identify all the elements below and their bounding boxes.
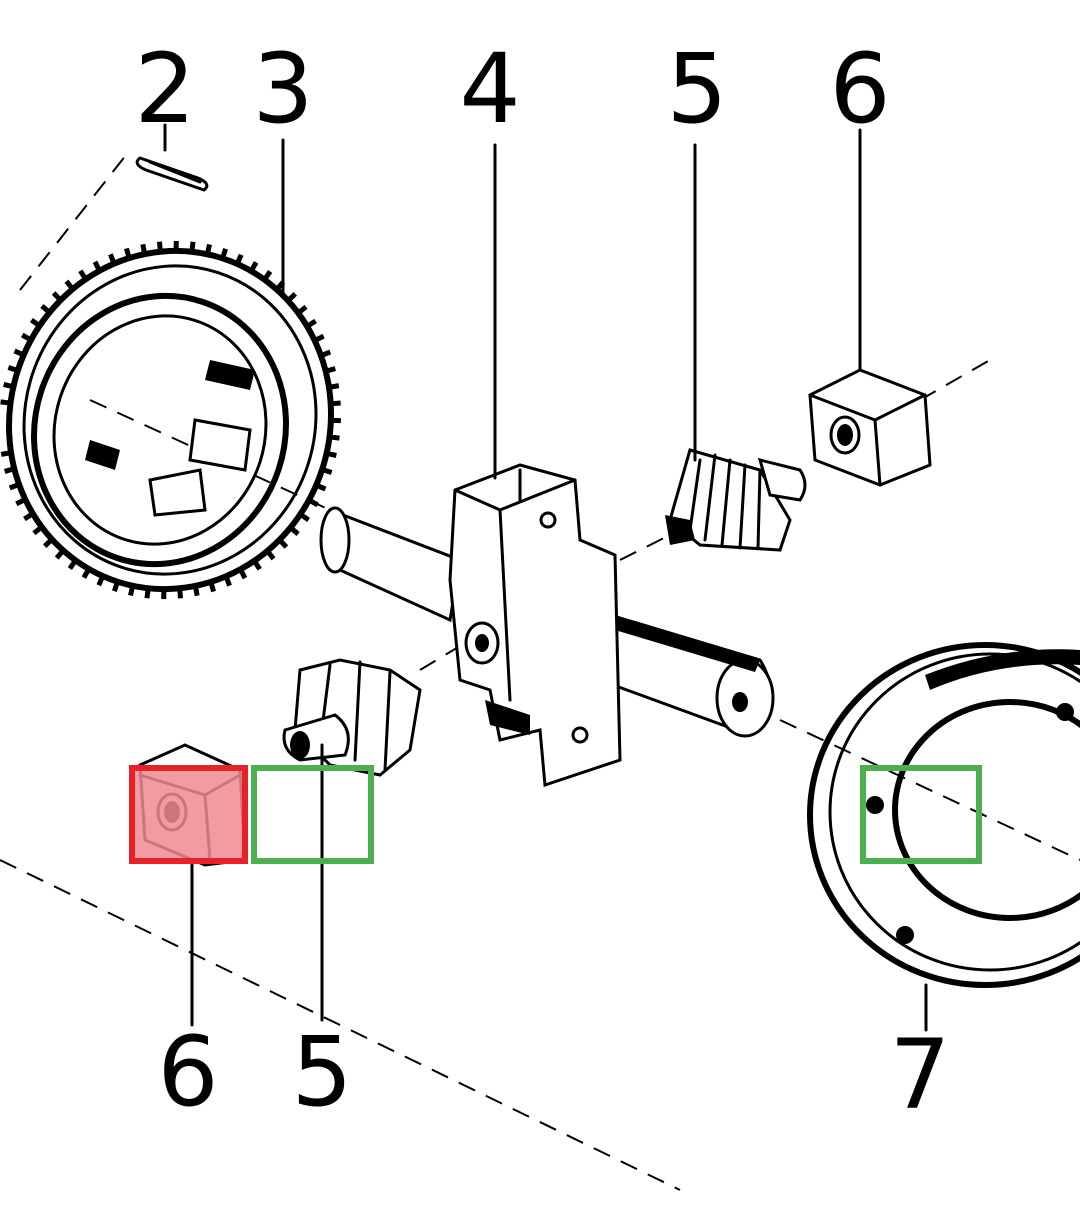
label-2-top: 2 bbox=[134, 33, 195, 145]
part-number-labels: 2 3 4 5 6 6 5 7 bbox=[134, 33, 950, 1131]
gear-tooth bbox=[204, 243, 212, 255]
gear-tooth bbox=[7, 365, 19, 373]
gear-tooth bbox=[29, 317, 42, 328]
label-5-top: 5 bbox=[666, 33, 727, 145]
gear-tooth bbox=[32, 524, 44, 536]
gear-tooth bbox=[67, 558, 78, 570]
pin-part-2 bbox=[135, 156, 209, 192]
gear-tooth bbox=[321, 467, 333, 475]
gear-tooth bbox=[192, 585, 200, 597]
gear-tooth bbox=[330, 400, 341, 407]
gear-tooth bbox=[23, 511, 35, 522]
gear-tooth bbox=[328, 383, 340, 390]
gear-tooth bbox=[3, 466, 15, 474]
gear-tooth bbox=[96, 575, 106, 587]
gear-tooth bbox=[234, 253, 244, 265]
gear-tooth bbox=[325, 366, 337, 374]
label-6-bottom: 6 bbox=[157, 1016, 218, 1128]
gear-tooth bbox=[8, 482, 20, 491]
gear-tooth bbox=[249, 261, 259, 273]
flange-ring-part-7 bbox=[807, 642, 1080, 988]
gear-tooth bbox=[0, 399, 11, 406]
gear-tooth bbox=[157, 241, 163, 252]
gear-tooth bbox=[238, 568, 248, 580]
highlight-box-green-left bbox=[251, 765, 374, 864]
gear-tooth bbox=[81, 567, 91, 579]
gear-tooth bbox=[15, 497, 27, 507]
highlight-box-green-right bbox=[860, 765, 982, 864]
gear-tooth bbox=[21, 332, 33, 343]
highlight-box-red bbox=[129, 765, 248, 864]
label-7-bottom: 7 bbox=[889, 1019, 950, 1131]
gear-tooth bbox=[40, 304, 52, 315]
bevel-pinion-lower-part-5 bbox=[282, 658, 422, 777]
gear-tooth bbox=[124, 247, 132, 259]
gear-tooth bbox=[265, 549, 276, 561]
gear-tooth bbox=[3, 382, 14, 390]
gear-tooth bbox=[208, 581, 216, 593]
gear-tooth bbox=[223, 575, 232, 587]
label-4-top: 4 bbox=[459, 33, 520, 145]
gear-tooth bbox=[0, 450, 12, 457]
gear-tooth bbox=[326, 450, 337, 458]
label-6-top: 6 bbox=[829, 33, 890, 145]
gear-tooth bbox=[313, 333, 325, 343]
gear-tooth bbox=[277, 538, 289, 549]
gear-ring-part-3 bbox=[0, 240, 341, 600]
gear-tooth bbox=[262, 270, 273, 282]
gear-tooth bbox=[320, 349, 332, 358]
gear-tooth bbox=[305, 318, 317, 329]
label-5-bottom: 5 bbox=[291, 1016, 352, 1128]
gear-tooth bbox=[92, 260, 102, 272]
gear-tooth bbox=[111, 580, 120, 592]
gear-tooth bbox=[298, 512, 311, 523]
gear-tooth bbox=[51, 291, 63, 302]
gear-tooth bbox=[177, 588, 183, 599]
gear-tooth bbox=[13, 348, 25, 358]
label-3-top: 3 bbox=[252, 33, 313, 145]
gear-tooth bbox=[315, 482, 327, 492]
square-nut-upper-part-6 bbox=[808, 368, 932, 487]
gear-tooth bbox=[140, 243, 148, 255]
leader-lines bbox=[163, 123, 928, 1032]
gear-tooth bbox=[220, 248, 229, 260]
gear-tooth bbox=[144, 587, 151, 599]
gear-tooth bbox=[189, 241, 196, 253]
gear-tooth bbox=[64, 279, 75, 291]
gear-tooth bbox=[296, 304, 308, 316]
gear-tooth bbox=[108, 253, 117, 265]
gear-tooth bbox=[128, 585, 136, 597]
gear-tooth bbox=[42, 537, 54, 549]
gear-tooth bbox=[78, 269, 88, 281]
bevel-pinion-upper-part-5 bbox=[665, 448, 807, 552]
highlight-boxes bbox=[129, 765, 982, 864]
gear-tooth bbox=[286, 291, 298, 303]
gear-tooth bbox=[252, 559, 262, 571]
shaft-cross-part-4 bbox=[319, 463, 775, 788]
gear-tooth bbox=[54, 548, 66, 560]
gear-tooth bbox=[307, 497, 319, 508]
gear-tooth bbox=[288, 525, 300, 536]
gear-tooth bbox=[329, 434, 340, 441]
